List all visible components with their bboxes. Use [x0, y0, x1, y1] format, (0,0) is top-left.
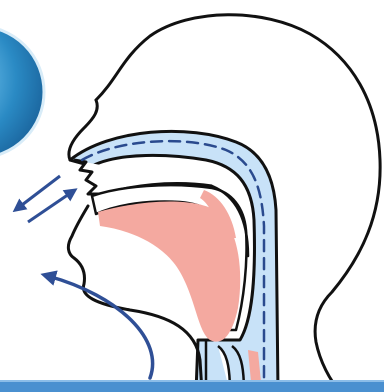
blue-circle-icon: [0, 26, 44, 158]
mouth-airflow-arrow-icon: [48, 276, 153, 378]
